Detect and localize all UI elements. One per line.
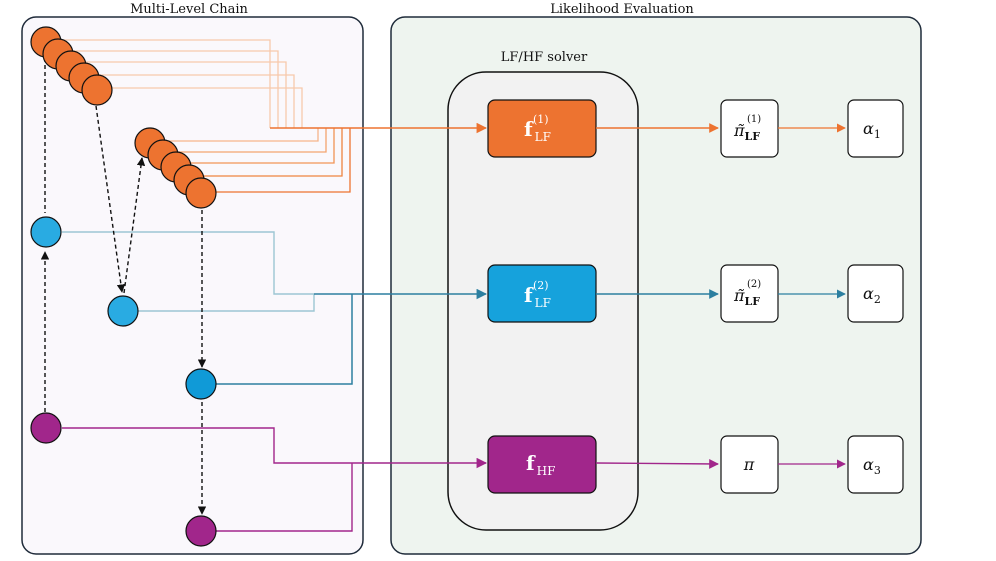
svg-text:(2): (2) [533, 279, 549, 292]
purple-node2-line [216, 463, 353, 532]
svg-text:α3: α3 [863, 455, 881, 477]
upper-orange-chain [30, 26, 113, 106]
right-panel-title: Likelihood Evaluation [550, 2, 694, 17]
svg-text:fLF: fLF [524, 283, 551, 310]
posterior-hf: π [720, 435, 779, 494]
hf-to-posterior-arrow [595, 459, 719, 469]
alpha-3-box: α3 [847, 435, 904, 494]
chain-node-orange [185, 177, 217, 209]
upper-chain-trace-lines [44, 39, 303, 128]
light-blue-trace-line [62, 231, 314, 295]
lower-chain-trace-lines [150, 128, 351, 193]
chain-node-blue [185, 368, 217, 400]
chain-transitions [40, 58, 207, 515]
chain-node-purple [30, 412, 62, 444]
svg-text:α2: α2 [863, 284, 881, 306]
left-panel [21, 16, 364, 555]
light-blue-node2-line [138, 294, 315, 312]
svg-text:fLF: fLF [524, 117, 551, 144]
svg-text:π̃LF: π̃LF [733, 286, 760, 308]
posterior-lf1: π̃LF (1) [720, 99, 779, 158]
lower-orange-chain [134, 127, 217, 209]
svg-text:(1): (1) [747, 114, 761, 125]
chain-node-orange [81, 74, 113, 106]
svg-text:π̃LF: π̃LF [733, 121, 760, 143]
svg-text:α1: α1 [863, 119, 881, 141]
posterior-lf2: π̃LF (2) [720, 264, 779, 323]
svg-text:(2): (2) [747, 279, 761, 290]
chain-node-light-blue [30, 216, 62, 248]
alpha-2-box: α2 [847, 264, 904, 323]
svg-text:π: π [743, 455, 755, 474]
svg-text:(1): (1) [533, 113, 549, 126]
dark-blue-trace-line [216, 294, 353, 385]
svg-text:fHF: fHF [526, 451, 555, 478]
purple-trace-line [62, 427, 352, 464]
solver-panel-title: LF/HF solver [501, 50, 588, 65]
alpha-1-box: α1 [847, 99, 904, 158]
chain-node-light-blue [107, 295, 139, 327]
chain-node-purple [185, 515, 217, 547]
left-panel-title: Multi-Level Chain [130, 2, 248, 17]
